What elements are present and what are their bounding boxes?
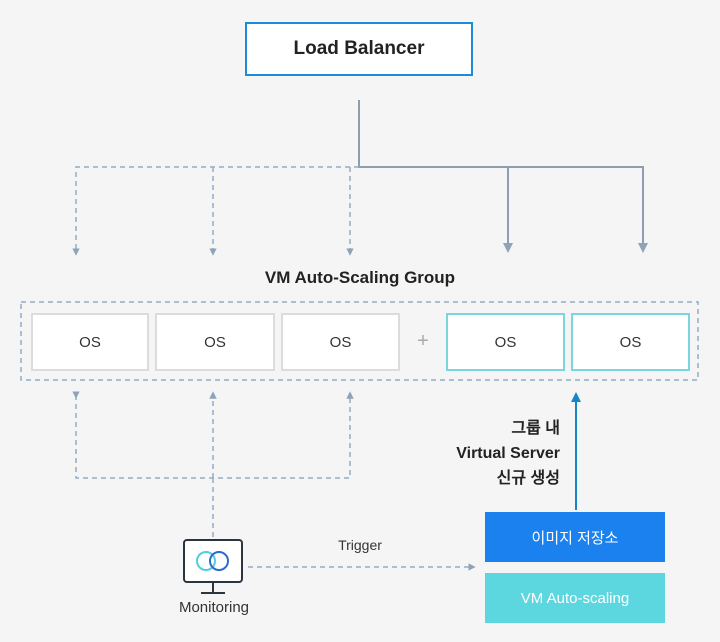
new-vm-caption: 그룹 내 Virtual Server 신규 생성	[400, 416, 560, 491]
os-node-new-2: OS	[571, 313, 690, 371]
group-title: VM Auto-Scaling Group	[264, 268, 456, 287]
lb-solid-routes	[358, 100, 648, 253]
autoscaling-group-outline	[20, 301, 699, 381]
image-store-box: 이미지 저장소	[485, 512, 665, 562]
monitoring-dashed-routes	[72, 391, 476, 571]
load-balancer-box: Load Balancer	[245, 22, 473, 76]
new-vm-caption-line-2: Virtual Server	[456, 445, 560, 462]
os-node-new-1: OS	[446, 313, 565, 371]
plus-sign: +	[417, 330, 429, 352]
new-vm-caption-line-1: 그룹 내	[511, 420, 560, 437]
monitoring-label: Monitoring	[178, 599, 250, 616]
trigger-label: Trigger	[338, 537, 382, 553]
vm-autoscaling-box: VM Auto-scaling	[485, 573, 665, 623]
new-vm-caption-line-3: 신규 생성	[496, 470, 560, 487]
monitor-icon	[183, 539, 243, 594]
os-node-2: OS	[155, 313, 275, 371]
os-node-1: OS	[31, 313, 149, 371]
lb-dashed-routes	[72, 166, 359, 256]
os-node-3: OS	[281, 313, 400, 371]
